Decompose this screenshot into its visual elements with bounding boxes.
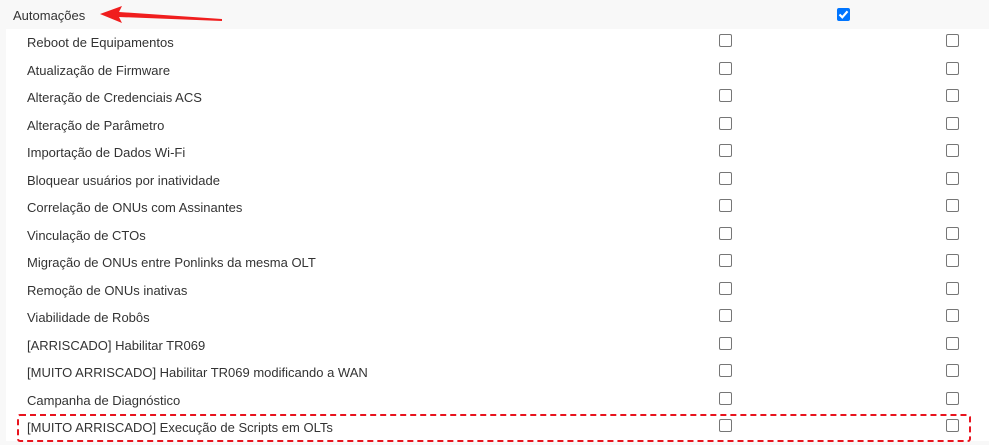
row-checkbox-col1[interactable] xyxy=(719,281,732,295)
list-item: Campanha de Diagnóstico xyxy=(6,387,989,415)
row-checkbox-col1[interactable] xyxy=(719,116,732,130)
checkmark-icon xyxy=(838,10,849,19)
row-checkbox-col1[interactable] xyxy=(719,391,732,405)
automations-header-row: Automações xyxy=(0,0,989,29)
row-checkbox-col2[interactable] xyxy=(946,61,959,75)
row-checkbox-col2[interactable] xyxy=(946,419,959,432)
row-checkbox-col2[interactable] xyxy=(946,391,959,405)
row-checkbox-col2[interactable] xyxy=(946,364,959,377)
automations-select-all-checkbox[interactable] xyxy=(837,8,850,21)
list-item: Migração de ONUs entre Ponlinks da mesma… xyxy=(6,249,989,277)
row-checkbox-col2[interactable] xyxy=(946,309,959,322)
row-label: Alteração de Credenciais ACS xyxy=(27,90,202,105)
list-item: Alteração de Parâmetro xyxy=(6,112,989,140)
row-label: Alteração de Parâmetro xyxy=(27,117,165,133)
row-checkbox-col2[interactable] xyxy=(946,336,959,350)
list-item: Reboot de Equipamentos xyxy=(6,29,989,57)
row-label: Correlação de ONUs com Assinantes xyxy=(27,200,243,215)
row-checkbox-col2[interactable] xyxy=(946,199,959,212)
list-item: Remoção de ONUs inativas xyxy=(6,277,989,305)
row-label: Atualização de Firmware xyxy=(27,62,171,78)
list-item: Alteração de Credenciais ACS xyxy=(6,84,989,112)
list-item: [MUITO ARRISCADO] Habilitar TR069 modifi… xyxy=(6,359,989,387)
row-label: Viabilidade de Robôs xyxy=(27,310,150,325)
row-checkbox-col2[interactable] xyxy=(946,171,959,185)
row-checkbox-col2[interactable] xyxy=(946,226,959,240)
row-checkbox-col2[interactable] xyxy=(946,144,959,157)
row-checkbox-col2[interactable] xyxy=(946,254,959,267)
row-checkbox-col2[interactable] xyxy=(946,281,959,295)
row-label: Importação de Dados Wi-Fi xyxy=(27,145,186,160)
row-checkbox-col2[interactable] xyxy=(946,89,959,102)
row-checkbox-col1[interactable] xyxy=(719,254,732,267)
automations-header-label: Automações xyxy=(13,8,86,23)
row-checkbox-col1[interactable] xyxy=(719,419,732,432)
automations-list: Reboot de Equipamentos Atualização de Fi… xyxy=(6,29,989,441)
row-label: Vinculação de CTOs xyxy=(27,227,146,243)
list-item: Importação de Dados Wi-Fi xyxy=(6,139,989,167)
row-checkbox-col1[interactable] xyxy=(719,89,732,102)
row-label: Migração de ONUs entre Ponlinks da mesma… xyxy=(27,255,316,270)
row-label: Remoção de ONUs inativas xyxy=(27,282,188,298)
row-checkbox-col1[interactable] xyxy=(719,336,732,350)
list-item: Vinculação de CTOs xyxy=(6,222,989,250)
row-label: [ARRISCADO] Habilitar TR069 xyxy=(27,337,206,353)
list-item: Viabilidade de Robôs xyxy=(6,304,989,332)
row-label: Campanha de Diagnóstico xyxy=(27,392,181,408)
row-label: [MUITO ARRISCADO] Execução de Scripts em… xyxy=(27,420,333,435)
red-arrow-annotation-icon xyxy=(100,6,222,23)
list-item: Atualização de Firmware xyxy=(6,57,989,85)
row-checkbox-col2[interactable] xyxy=(946,34,959,47)
row-checkbox-col1[interactable] xyxy=(719,364,732,377)
list-item: Bloquear usuários por inatividade xyxy=(6,167,989,195)
list-item: Correlação de ONUs com Assinantes xyxy=(6,194,989,222)
row-checkbox-col1[interactable] xyxy=(719,199,732,212)
row-checkbox-col1[interactable] xyxy=(719,34,732,47)
row-checkbox-col1[interactable] xyxy=(719,226,732,240)
list-item: [ARRISCADO] Habilitar TR069 xyxy=(6,332,989,360)
row-label: Bloquear usuários por inatividade xyxy=(27,172,220,188)
row-label: Reboot de Equipamentos xyxy=(27,35,174,50)
row-checkbox-col1[interactable] xyxy=(719,171,732,185)
row-checkbox-col2[interactable] xyxy=(946,116,959,130)
row-checkbox-col1[interactable] xyxy=(719,309,732,322)
row-label: [MUITO ARRISCADO] Habilitar TR069 modifi… xyxy=(27,365,368,380)
row-checkbox-col1[interactable] xyxy=(719,61,732,75)
list-item-highlighted: [MUITO ARRISCADO] Execução de Scripts em… xyxy=(6,414,989,442)
row-checkbox-col1[interactable] xyxy=(719,144,732,157)
